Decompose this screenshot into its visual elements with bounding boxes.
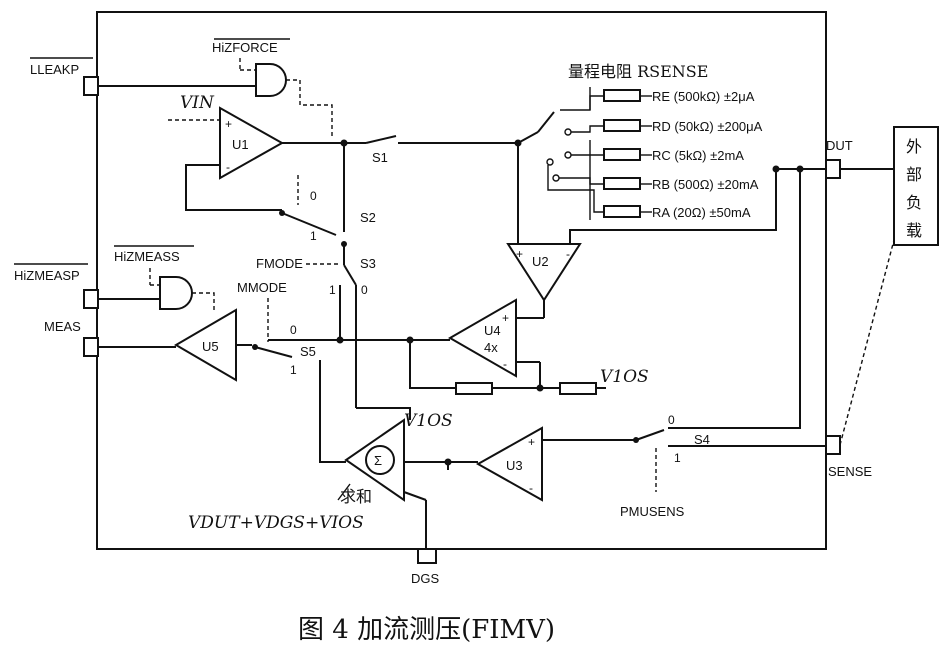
external-load-char-3: 负: [906, 193, 922, 212]
opamp-u5-label: U5: [202, 339, 219, 354]
resistor-re: RE (500kΩ) ±2μA: [560, 89, 755, 111]
switch-s4-one: 1: [674, 451, 681, 465]
resistor-rd: RD (50kΩ) ±200μA: [564, 119, 763, 136]
switch-s2-one: 1: [310, 229, 317, 243]
opamp-u2: + - U2: [506, 243, 582, 302]
pin-hizmeasp: HiZMEASP: [14, 263, 99, 309]
fmode-label: FMODE: [256, 256, 303, 271]
opamp-u1-minus: -: [226, 160, 230, 174]
v1os-sum-label: V1OS: [404, 411, 453, 431]
opamp-u2-plus: +: [516, 247, 523, 261]
pin-meas: MEAS: [44, 319, 99, 357]
resistor-rc-label: RC (5kΩ) ±2mA: [652, 148, 744, 163]
pin-dgs-label: DGS: [411, 571, 440, 586]
rsense-label: 量程电阻 RSENSE: [568, 62, 708, 81]
opamp-u4-label: U4: [484, 323, 501, 338]
opamp-u3-minus: -: [529, 481, 533, 495]
hizforce-label: HiZFORCE: [212, 40, 278, 55]
external-load: 外 部 负 载: [839, 126, 939, 446]
external-load-char-2: 部: [906, 165, 922, 184]
resistor-ra-label: RA (20Ω) ±50mA: [652, 205, 751, 220]
mmode-label: MMODE: [237, 280, 287, 295]
resistor-re-label: RE (500kΩ) ±2μA: [652, 89, 755, 104]
vin-label: VIN: [180, 93, 215, 113]
resistor-u4-ref: [559, 382, 597, 395]
pin-lleakp-label: LLEAKP: [30, 62, 79, 77]
opamp-u3-plus: +: [528, 435, 535, 449]
opamp-u1-plus: +: [225, 117, 232, 131]
opamp-u1: + - U1: [219, 106, 285, 180]
opamp-u4-minus: -: [503, 357, 507, 371]
switch-s5-one: 1: [290, 363, 297, 377]
opamp-u3: + - U3: [475, 426, 543, 502]
hizmeass-label: HiZMEASS: [114, 249, 180, 264]
resistor-rb-label: RB (500Ω) ±20mA: [652, 177, 759, 192]
opamp-u4-plus: +: [502, 311, 509, 325]
sum-formula-label: VDUT+VDGS+VIOS: [188, 513, 364, 533]
resistor-ra: RA (20Ω) ±50mA: [546, 158, 751, 220]
pin-sense: SENSE: [825, 435, 872, 479]
switch-s2-label: S2: [360, 210, 376, 225]
opamp-u3-label: U3: [506, 458, 523, 473]
pin-meas-label: MEAS: [44, 319, 81, 334]
chip-outline: [96, 11, 827, 550]
pin-dut-label: DUT: [826, 138, 853, 153]
external-load-char-1: 外: [906, 137, 922, 156]
opamp-u2-label: U2: [532, 254, 549, 269]
switch-s4-zero: 0: [668, 413, 675, 427]
resistor-rb: RB (500Ω) ±20mA: [552, 174, 759, 192]
switch-s4-label: S4: [694, 432, 710, 447]
resistor-rc: RC (5kΩ) ±2mA: [564, 148, 744, 163]
hizmeass-and-gate: HiZMEASS: [98, 245, 215, 312]
switch-s1-zero: 0: [310, 189, 317, 203]
opamp-u4: + - U4 4x: [447, 298, 517, 378]
resistor-rd-label: RD (50kΩ) ±200μA: [652, 119, 763, 134]
external-load-char-4: 载: [906, 221, 922, 240]
pin-lleakp: LLEAKP: [30, 57, 240, 96]
figure-caption: 图 4 加流测压(FIMV): [298, 615, 555, 645]
hizforce-and-gate: HiZFORCE: [212, 38, 333, 138]
pin-sense-label: SENSE: [828, 464, 872, 479]
opamp-u2-minus: -: [566, 247, 570, 261]
opamp-u1-label: U1: [232, 137, 249, 152]
switch-s5-label: S5: [300, 344, 316, 359]
pmusens-label: PMUSENS: [620, 504, 685, 519]
switch-s3-one: 1: [329, 283, 336, 297]
summer-sigma: Σ: [374, 453, 382, 468]
opamp-u4-gain: 4x: [484, 340, 498, 355]
sum-chinese-label: 求和: [340, 487, 372, 506]
switch-s1-label: S1: [372, 150, 388, 165]
pin-hizmeasp-label: HiZMEASP: [14, 268, 80, 283]
switch-s3-zero: 0: [361, 283, 368, 297]
summer: Σ: [344, 418, 405, 502]
switch-s3-label: S3: [360, 256, 376, 271]
pin-dgs: DGS: [411, 548, 440, 586]
v1os-label: V1OS: [600, 367, 649, 387]
switch-s5-zero: 0: [290, 323, 297, 337]
resistor-u4-fb: [455, 382, 493, 395]
pin-dut: DUT: [825, 138, 853, 179]
